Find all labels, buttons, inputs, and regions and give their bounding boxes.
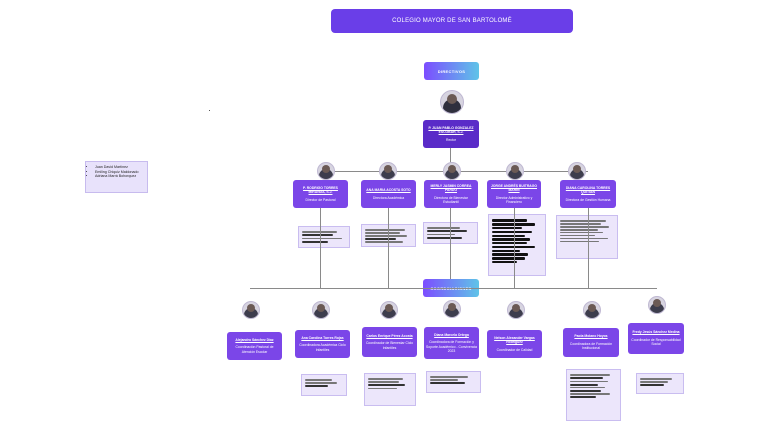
coordinator-name: Diana Marcela Ortega [434,332,469,337]
director-note [556,215,618,259]
director-role: Directora de Bienestar Estudiantil [434,195,468,204]
coordinator-note [636,373,684,394]
director-avatar [568,162,586,180]
connector [588,208,589,288]
rector-name: P. JUAN PABLO GONZALEZ ESCOBAR, S.J. [428,125,474,135]
director-role: Director de Pastoral [305,197,336,202]
director-role: Directora Académica [372,195,405,200]
coordinator-note [301,374,347,396]
coordinator-avatar [443,300,461,318]
coordinator-note [426,371,481,393]
coordinator-box: Fredy Jesús Sánchez Medina Coordinador d… [628,323,684,354]
section-directivos: DIRECTIVOS [424,62,479,80]
director-name: MERLY JASMIN CORREA PARDO [430,183,472,193]
coordinator-avatar [583,301,601,319]
coordinator-avatar [242,301,260,319]
connector [250,288,657,289]
coordinator-name: Ana Carolina Torres Rojas [301,335,344,340]
coordinator-role: Coordinadora de Formación y Soporte Acad… [426,340,477,353]
director-box: DIANA CAROLINA TORRES QUITIAN Directora … [560,180,616,208]
director-box: MERLY JASMIN CORREA PARDO Directora de B… [424,180,478,208]
director-name: P. RODRIGO TORRES MIRANDA, S.J. [303,185,338,195]
coordinator-avatar [648,296,666,314]
coordinator-avatar [507,301,525,319]
author-item: Juan David Martínez [95,165,144,170]
author-item: Adriana Marrá Bohorquez [95,174,144,179]
rector-role: Rector [446,137,456,142]
stray-dot [209,110,210,111]
director-name: DIANA CAROLINA TORRES QUITIAN [565,185,611,195]
director-box: ANA MARIA ACOSTA SOTO Directora Académic… [361,180,416,208]
coordinator-name: Nelson Alexander Vargas Rodríguez [494,335,535,345]
coordinator-box: Paola Molano Hoyos Coordinadora de Forma… [563,328,619,357]
director-avatar [317,162,335,180]
director-note [488,214,546,276]
authors-legend: Juan David Martínez Emiling Chiquiz Mald… [85,161,148,193]
coordinator-box: Nelson Alexander Vargas Rodríguez Coordi… [487,330,542,358]
coordinator-role: Coordinadora Académica Ciclo Infantiles [299,343,346,352]
director-avatar [506,162,524,180]
coordinator-box: Carlos Enrique Pérez Acosta Coordinador … [362,327,417,357]
director-box: JORGE ANDRÉS BUITRAGO MARÍN Director Adm… [487,180,541,208]
director-avatar [443,162,461,180]
coordinator-name: Carlos Enrique Pérez Acosta [366,333,413,338]
coordinator-note [364,373,416,406]
rector-avatar [440,90,464,114]
connector [514,208,515,288]
director-note [298,226,350,248]
coordinator-role: Coordinadora de Formación Institucional [569,341,613,351]
director-name: ANA MARIA ACOSTA SOTO [366,188,411,193]
coordinator-role: Coordinador de Responsabilidad Social [631,337,681,347]
coordinator-box: Ana Carolina Torres Rojas Coordinadora A… [295,330,350,358]
director-role: Director Administrativo y Financiero [495,195,533,204]
page-title: COLEGIO MAYOR DE SAN BARTOLOMÉ [331,9,573,33]
coordinator-name: Alejandro Sánchez Díaz [235,337,274,342]
author-item: Emiling Chiquiz Maldonado [95,170,144,175]
connector [450,208,451,280]
coordinator-box: Diana Marcela Ortega Coordinadora de For… [424,327,479,359]
coordinator-name: Fredy Jesús Sánchez Medina [632,330,680,335]
rector-box: P. JUAN PABLO GONZALEZ ESCOBAR, S.J. Rec… [423,120,479,148]
coordinator-role: Coordinador de Bienestar Ciclo Infantile… [365,341,414,350]
director-role: Directora de Gestión Humana [565,197,611,202]
coordinator-role: Coordinador de Calidad [496,347,533,352]
coordinator-note [566,369,621,421]
coordinator-avatar [312,301,330,319]
connector [388,208,389,288]
director-name: JORGE ANDRÉS BUITRAGO MARÍN [490,183,538,193]
coordinator-box: Alejandro Sánchez Díaz Coordinación Past… [227,332,282,360]
coordinator-avatar [380,301,398,319]
coordinator-name: Paola Molano Hoyos [574,334,608,339]
director-box: P. RODRIGO TORRES MIRANDA, S.J. Director… [293,180,348,208]
director-avatar [379,162,397,180]
connector [320,208,321,288]
coordinator-role: Coordinación Pastoral de Atención Escola… [235,345,274,354]
